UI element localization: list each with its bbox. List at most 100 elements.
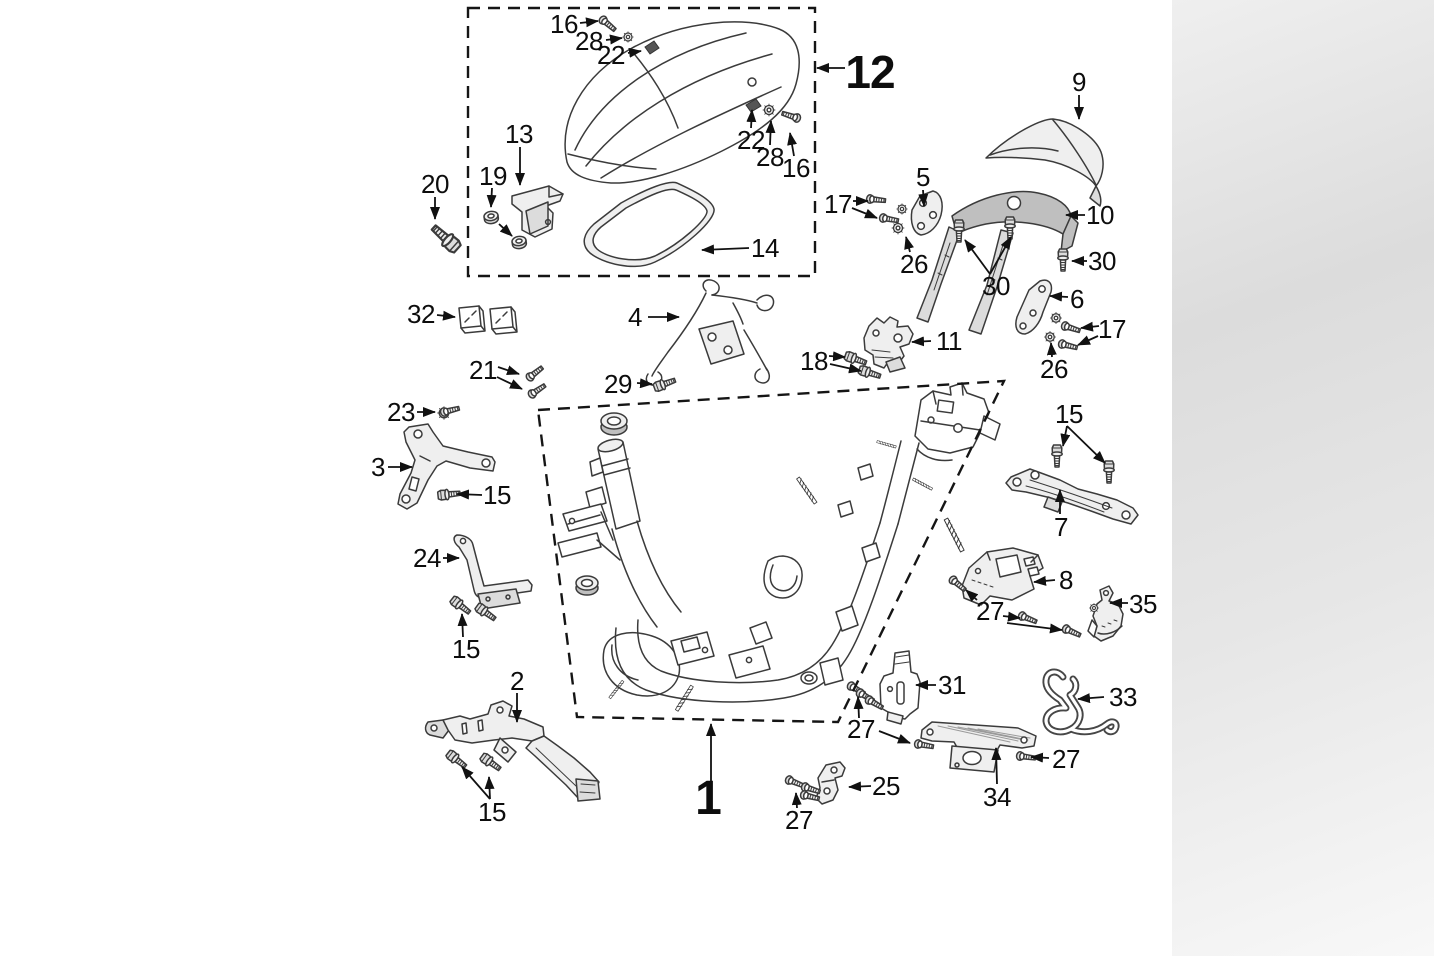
callout-2: 2 bbox=[510, 666, 524, 696]
callout-19: 19 bbox=[479, 161, 507, 191]
arrow-15 bbox=[484, 776, 495, 800]
callout-29: 29 bbox=[604, 369, 632, 399]
arrow-30 bbox=[989, 236, 1012, 275]
seat-gasket bbox=[583, 181, 715, 268]
bracket-35 bbox=[1087, 585, 1124, 642]
pads-32 bbox=[458, 305, 518, 335]
arrow-22 bbox=[746, 109, 757, 129]
callout-32: 32 bbox=[407, 299, 435, 329]
callout-18: 18 bbox=[800, 346, 828, 376]
callout-35: 35 bbox=[1129, 589, 1157, 619]
arrow-27 bbox=[965, 589, 979, 602]
callout-28: 28 bbox=[756, 142, 784, 172]
arrow-28 bbox=[605, 34, 623, 45]
rear-cover-9 bbox=[985, 118, 1104, 207]
seat-illustration bbox=[564, 21, 800, 184]
callout-16: 16 bbox=[550, 9, 578, 39]
arrow-32 bbox=[436, 310, 456, 321]
arrow-27 bbox=[791, 792, 802, 809]
callout-6: 6 bbox=[1070, 284, 1084, 314]
arrow-26 bbox=[1046, 342, 1057, 358]
callout-13: 13 bbox=[505, 119, 533, 149]
arrow-21 bbox=[496, 376, 523, 390]
arrow-27 bbox=[1006, 622, 1063, 634]
arrow-34 bbox=[991, 747, 1002, 785]
arrow-16 bbox=[787, 132, 797, 157]
arrow-16 bbox=[579, 17, 599, 28]
arrow-15 bbox=[457, 613, 468, 638]
plate-34 bbox=[920, 721, 1037, 773]
callout-14: 14 bbox=[751, 233, 779, 263]
arrow-27 bbox=[853, 696, 864, 719]
arrow-21 bbox=[497, 365, 520, 375]
callout-26: 26 bbox=[900, 249, 928, 279]
frame-illustration bbox=[557, 382, 1001, 712]
arrow-17 bbox=[1080, 321, 1100, 332]
callout-17: 17 bbox=[1098, 314, 1126, 344]
callout-30: 30 bbox=[1088, 246, 1116, 276]
arrow-5 bbox=[918, 189, 929, 207]
helmet-hook-33 bbox=[1042, 668, 1120, 736]
callout-4: 4 bbox=[628, 302, 642, 332]
arrow-27 bbox=[1030, 752, 1050, 763]
callout-10: 10 bbox=[1086, 200, 1114, 230]
arrow-19 bbox=[498, 223, 513, 237]
arrow-14 bbox=[701, 244, 750, 255]
callout-22: 22 bbox=[597, 40, 625, 70]
callout-1: 1 bbox=[695, 772, 722, 825]
arrow-27 bbox=[1002, 611, 1021, 622]
arrow-26 bbox=[904, 236, 914, 253]
arrow-25 bbox=[848, 781, 872, 792]
callout-12: 12 bbox=[845, 46, 895, 98]
callout-27: 27 bbox=[785, 805, 813, 835]
arrow-15 bbox=[461, 766, 491, 800]
callout-27: 27 bbox=[1052, 744, 1080, 774]
arrow-17 bbox=[1077, 335, 1099, 346]
rubber-bumper-22-a bbox=[644, 40, 660, 55]
arrow-19 bbox=[486, 187, 497, 208]
wire-bracket-4 bbox=[645, 279, 775, 386]
callout-11: 11 bbox=[936, 326, 963, 356]
frame-grommet-top bbox=[600, 412, 628, 436]
bracket-2 bbox=[424, 700, 601, 802]
callout-16: 16 bbox=[782, 153, 810, 183]
arrow-15 bbox=[456, 489, 483, 500]
callout-25: 25 bbox=[872, 771, 900, 801]
callout-23: 23 bbox=[387, 397, 415, 427]
callout-21: 21 bbox=[469, 355, 497, 385]
arrow-15 bbox=[1066, 425, 1106, 464]
region-12 bbox=[466, 6, 817, 278]
callout-27: 27 bbox=[847, 714, 875, 744]
region-1 bbox=[536, 379, 1006, 724]
callout-5: 5 bbox=[916, 162, 930, 192]
bracket-7 bbox=[1005, 468, 1139, 525]
bracket-8 bbox=[961, 547, 1044, 606]
arrow-17 bbox=[851, 207, 878, 219]
callout-15: 15 bbox=[478, 797, 506, 827]
arrow-29 bbox=[636, 378, 653, 389]
callout-30: 30 bbox=[982, 271, 1010, 301]
arrow-28 bbox=[765, 120, 776, 146]
seat-hinge-bracket bbox=[511, 185, 564, 238]
callout-27: 27 bbox=[976, 596, 1004, 626]
callout-22: 22 bbox=[737, 125, 765, 155]
arrow-22 bbox=[627, 47, 642, 58]
callout-26: 26 bbox=[1040, 354, 1068, 384]
arrow-6 bbox=[1049, 291, 1069, 302]
arrow-27 bbox=[878, 730, 911, 744]
callout-17: 17 bbox=[824, 189, 852, 219]
bracket-6 bbox=[1015, 279, 1053, 335]
callout-15: 15 bbox=[1055, 399, 1083, 429]
callout-15: 15 bbox=[483, 480, 511, 510]
callout-8: 8 bbox=[1059, 565, 1073, 595]
callout-9: 9 bbox=[1072, 67, 1086, 97]
bracket-3 bbox=[397, 423, 496, 510]
callout-15: 15 bbox=[452, 634, 480, 664]
arrow-33 bbox=[1077, 693, 1105, 704]
callout-24: 24 bbox=[413, 543, 441, 573]
arrow-30 bbox=[964, 239, 991, 275]
arrow-18 bbox=[829, 363, 862, 374]
callout-20: 20 bbox=[421, 169, 449, 199]
